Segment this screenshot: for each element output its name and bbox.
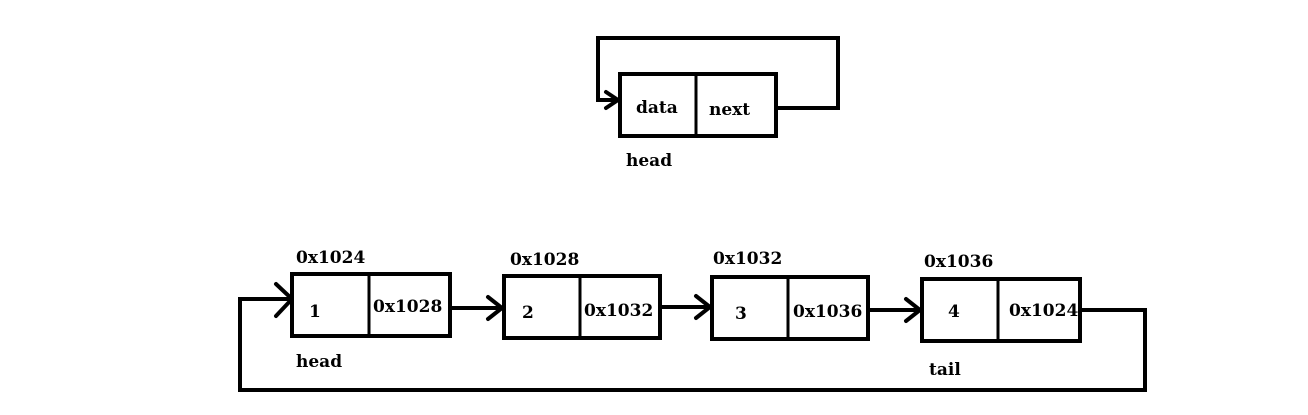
node-4-next: 0x1024 bbox=[1009, 301, 1078, 321]
node-3-box bbox=[710, 275, 870, 341]
node-1: 0x1024 1 0x1028 bbox=[290, 248, 452, 338]
node-2-next: 0x1032 bbox=[584, 301, 653, 321]
node-3-next: 0x1036 bbox=[793, 302, 862, 322]
node-1-next: 0x1028 bbox=[373, 297, 442, 317]
node-1-box bbox=[290, 272, 452, 338]
top-node-box bbox=[618, 72, 778, 138]
node-2-address: 0x1028 bbox=[510, 250, 579, 270]
node-1-value: 1 bbox=[309, 302, 321, 322]
tail-label: tail bbox=[929, 360, 961, 380]
node-2-value: 2 bbox=[522, 303, 534, 323]
node-2: 0x1028 2 0x1032 bbox=[502, 250, 662, 340]
bottom-list-group: 0x1024 1 0x1028 0x1028 2 0x1032 0x1032 3… bbox=[238, 248, 1147, 392]
node-1-address: 0x1024 bbox=[296, 248, 365, 268]
node-3-address: 0x1032 bbox=[713, 249, 782, 269]
top-self-loop-wire bbox=[596, 36, 840, 110]
top-node-data-label: data bbox=[636, 98, 678, 118]
top-node-next-label: next bbox=[709, 100, 750, 120]
node-3: 0x1032 3 0x1036 bbox=[710, 249, 870, 341]
top-head-label: head bbox=[626, 151, 672, 171]
head-label: head bbox=[296, 352, 342, 372]
top-node-group: data next head bbox=[596, 36, 840, 171]
node-3-value: 3 bbox=[735, 304, 747, 324]
node-4-address: 0x1036 bbox=[924, 252, 993, 272]
node-4-box bbox=[920, 277, 1082, 343]
node-4: 0x1036 4 0x1024 bbox=[920, 252, 1082, 343]
return-wire bbox=[238, 297, 1147, 392]
node-4-value: 4 bbox=[948, 302, 960, 322]
